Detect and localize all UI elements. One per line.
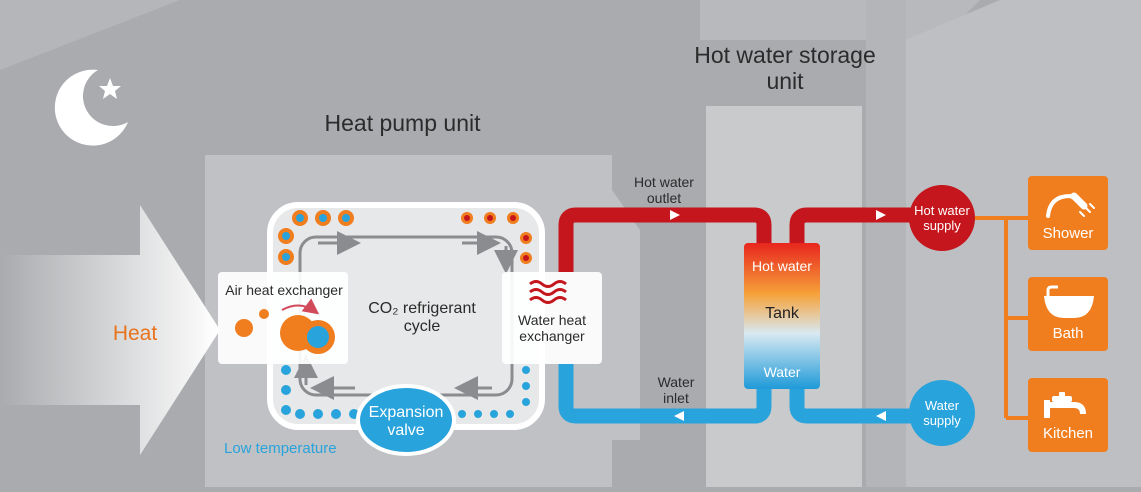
water-supply-circle (909, 380, 975, 446)
hot-water-supply-circle (909, 185, 975, 251)
air-heat-exchanger-label: Air heat exchanger (225, 282, 343, 298)
low-temperature-label: Low temperature (224, 440, 337, 457)
bath-label: Bath (1052, 325, 1084, 342)
water-supply-label: Water supply (923, 398, 961, 428)
heat-label: Heat (112, 322, 158, 345)
bg-shape (0, 0, 180, 70)
kitchen-box (1028, 378, 1108, 452)
expansion-valve (356, 384, 456, 456)
hot-water-storage-unit-title: Hot water storage unit (694, 42, 876, 95)
supply-branch-lines (975, 216, 1028, 420)
flow-arrow (670, 210, 680, 220)
kitchen-label: Kitchen (1042, 425, 1094, 442)
heat-dot (307, 326, 329, 348)
tank-hot-water-label: Hot water (752, 258, 812, 274)
building-pillar (866, 0, 906, 487)
hot-water-supply-label: Hot water supply (914, 203, 970, 233)
tank (744, 243, 820, 389)
shower-box (1028, 176, 1108, 250)
hot-pipe-right (789, 207, 915, 245)
building-right (905, 0, 1141, 487)
moon-star-icon (54, 69, 128, 146)
heat-dot (259, 309, 269, 319)
bath-icon (1044, 285, 1094, 318)
shower-label: Shower (1042, 225, 1094, 242)
cold-pipe-left (558, 364, 772, 424)
heat-arrow-icon (0, 205, 220, 455)
faucet-icon (1044, 392, 1086, 418)
heat-pump-unit-title: Heat pump unit (324, 110, 481, 136)
hot-pipe-left (558, 207, 772, 272)
hot-water-outlet-label: Hot water outlet (634, 174, 694, 207)
water-heat-exchanger-box (502, 272, 602, 364)
bg-shape (700, 0, 980, 40)
wavy-heat-icon (529, 280, 567, 304)
co2-cycle-label: CO₂ refrigerant cycle (368, 300, 476, 336)
tank-water-label: Water (763, 364, 801, 380)
water-inlet-label: Water inlet (657, 374, 695, 407)
warm-refrigerant-dots (278, 210, 532, 265)
shower-icon (1046, 192, 1095, 218)
heat-dot (235, 319, 253, 337)
flow-arrow (876, 411, 886, 421)
flow-arrow (674, 411, 684, 421)
flow-arrow (876, 210, 886, 220)
tank-label: Tank (765, 305, 799, 322)
exchange-arrow (281, 298, 320, 315)
cold-refrigerant-dots (281, 365, 530, 419)
expansion-valve-label: Expansion valve (368, 404, 444, 440)
cold-pipe-right (789, 386, 915, 424)
water-heat-exchanger-label: Water heat exchanger (518, 312, 586, 345)
